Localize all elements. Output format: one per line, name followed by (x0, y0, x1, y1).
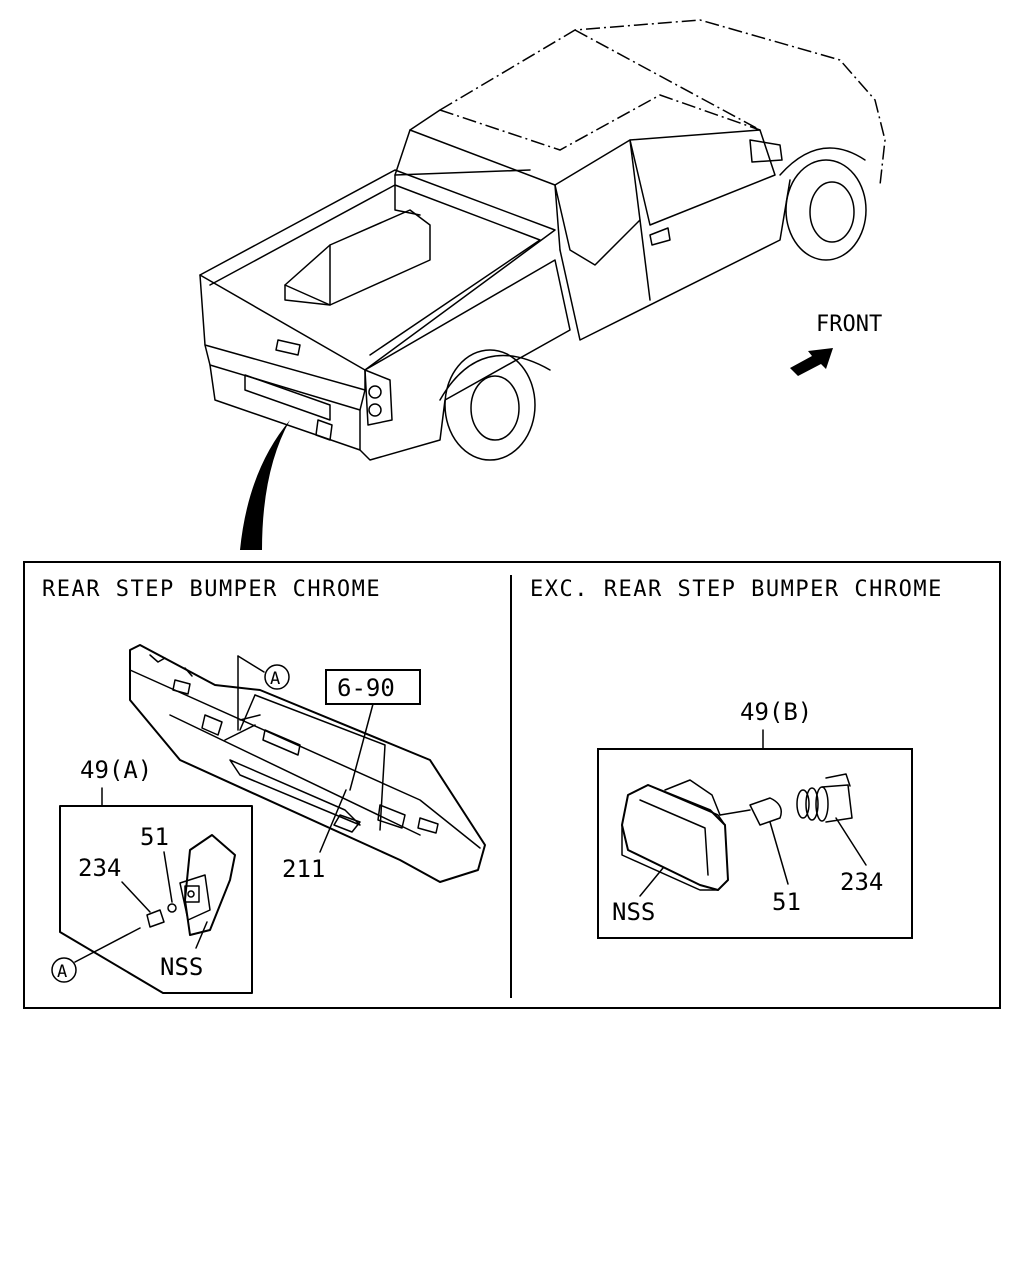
right-panel: EXC. REAR STEP BUMPER CHROME 49(B) NSS 5… (530, 577, 943, 939)
left-panel: REAR STEP BUMPER CHROME A 6-90 (42, 577, 486, 994)
socket-234-large (796, 773, 853, 823)
part-51-left-label: 51 (140, 823, 169, 851)
marker-a-top-label: A (270, 669, 280, 689)
part-234-left-label: 234 (78, 854, 121, 882)
pickup-truck-illustration (199, 19, 886, 550)
marker-a-bottom-label: A (57, 962, 67, 982)
part-211-label: 211 (282, 855, 325, 883)
socket-234-small (146, 909, 165, 928)
nss-left-label: NSS (160, 953, 203, 981)
bulb-51-large (719, 797, 782, 826)
front-label: FRONT (816, 312, 882, 337)
nss-right-label: NSS (612, 898, 655, 926)
part-234-right-label: 234 (840, 868, 883, 896)
nss-lamp-large-drawing (621, 779, 729, 891)
part-51-right-label: 51 (772, 888, 801, 916)
bulb-51-small (167, 903, 177, 913)
assembly-49a-box (59, 805, 253, 994)
nss-lamp-drawing (179, 834, 236, 936)
callout-arrow (240, 420, 290, 550)
assembly-49b-box (597, 748, 913, 939)
assembly-49b-label: 49(B) (740, 698, 812, 726)
assembly-49a-label: 49(A) (80, 756, 152, 784)
reference-box-label: 6-90 (337, 674, 395, 702)
front-arrow-icon (790, 348, 833, 376)
left-panel-title: REAR STEP BUMPER CHROME (42, 577, 381, 602)
marker-a-circle-bottom (51, 957, 77, 983)
right-panel-title: EXC. REAR STEP BUMPER CHROME (530, 577, 943, 602)
rear-bumper-drawing (129, 644, 486, 883)
marker-a-circle-top (264, 664, 290, 690)
detail-frame (23, 561, 1001, 1009)
